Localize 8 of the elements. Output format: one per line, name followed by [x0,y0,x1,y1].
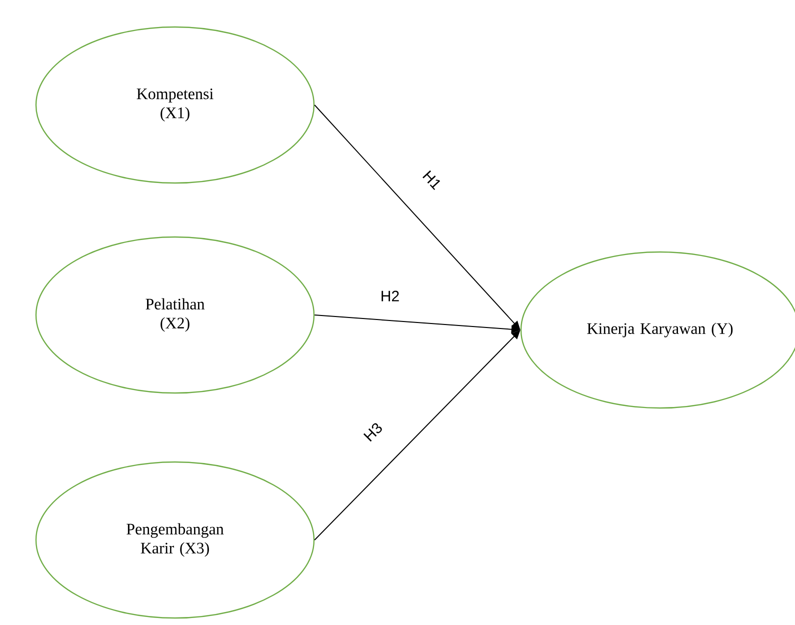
arrow [314,104,520,330]
edge-label: H3 [361,420,385,444]
edge-label: H1 [420,168,444,192]
ellipse-node: Pelatihan (X2) [35,236,315,394]
ellipse-node: Kompetensi (X1) [35,26,315,184]
edge-label: H2 [379,290,401,302]
arrow [314,330,520,540]
ellipse-node: Pengembangan Karir (X3) [35,461,315,619]
